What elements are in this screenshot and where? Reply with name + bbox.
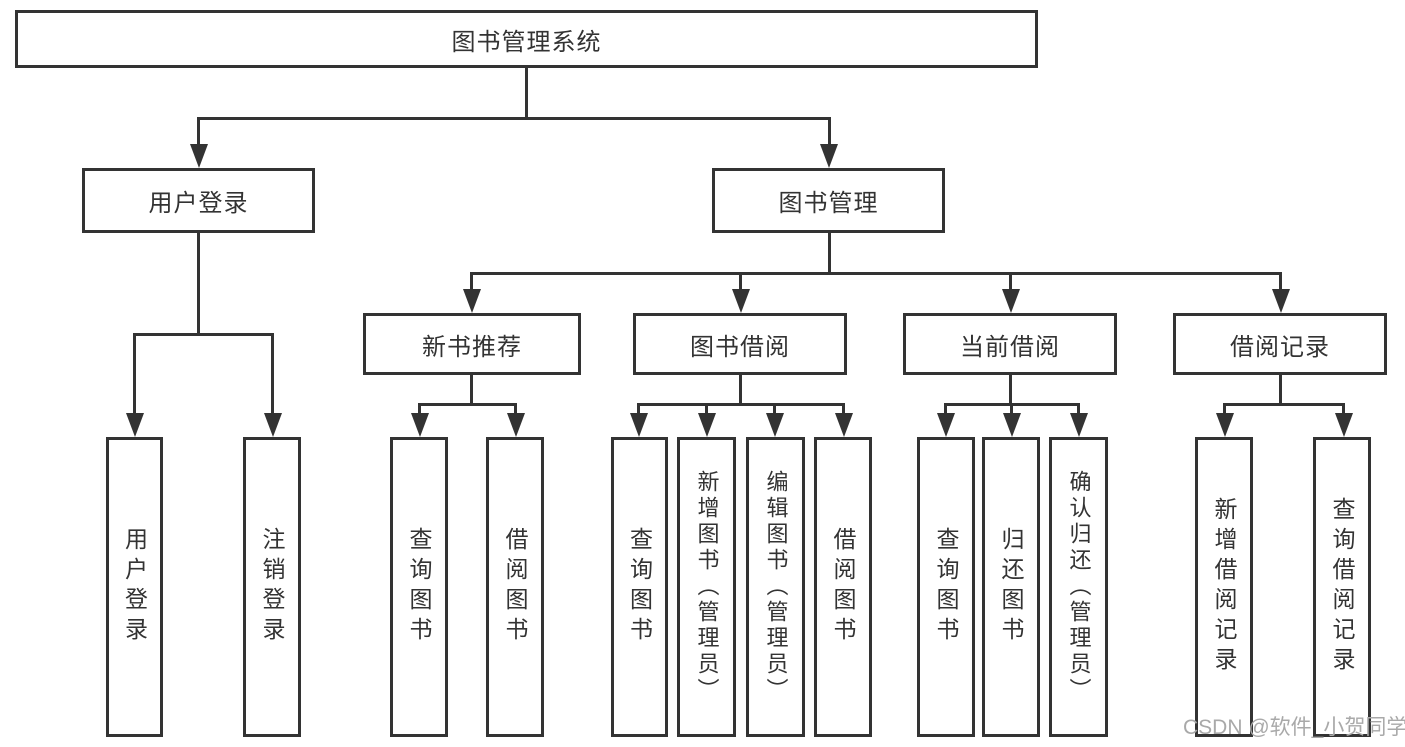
node-book-management: 图书管理 — [712, 168, 945, 233]
arrowhead-record-query — [1335, 413, 1353, 437]
connector-drop-record-add — [1223, 403, 1226, 417]
node-rec-query-book: 查询图书 — [390, 437, 448, 737]
connector-book-borrow-crossbar — [637, 403, 845, 406]
node-user-login: 用户登录 — [82, 168, 315, 233]
connector-drop-current-borrow — [1009, 272, 1012, 292]
connector-drop-current-query — [944, 403, 947, 417]
connector-drop-user-login — [197, 117, 200, 147]
node-logout-label: 注销登录 — [259, 527, 285, 647]
csdn-watermark: CSDN @软件_小贺同学 — [1183, 716, 1405, 739]
arrowhead-rec-borrow — [507, 413, 525, 437]
arrowhead-logout-leaf — [264, 413, 282, 437]
connector-drop-rec-query — [418, 403, 421, 417]
connector-drop-book-management — [828, 117, 831, 147]
arrowhead-login-leaf — [126, 413, 144, 437]
node-current-borrow-label: 当前借阅 — [960, 333, 1060, 361]
connector-drop-logout-leaf — [271, 333, 274, 417]
node-book-borrow-label: 图书借阅 — [690, 333, 790, 361]
node-borrow-query-book-label: 查询图书 — [626, 527, 653, 647]
node-borrow-query-book: 查询图书 — [611, 437, 668, 737]
connector-drop-record-query — [1342, 403, 1345, 417]
arrowhead-borrow-query — [630, 413, 648, 437]
connector-drop-new-book-recommend — [470, 272, 473, 292]
node-new-book-recommend: 新书推荐 — [363, 313, 581, 375]
node-library-system: 图书管理系统 — [15, 10, 1038, 68]
connector-root-stem — [525, 68, 528, 120]
node-current-confirm-return-label: 确认归还（管理员） — [1066, 470, 1092, 704]
node-borrow-borrow-book-label: 借阅图书 — [830, 527, 856, 647]
node-current-return-book: 归还图书 — [982, 437, 1040, 737]
connector-drop-rec-borrow — [514, 403, 517, 417]
connector-current-borrow-stem — [1009, 375, 1012, 406]
connector-new-book-recommend-stem — [470, 375, 473, 406]
arrowhead-borrow-borrow — [835, 413, 853, 437]
connector-drop-current-return — [1010, 403, 1013, 417]
node-record-add: 新增借阅记录 — [1195, 437, 1253, 737]
node-borrow-record: 借阅记录 — [1173, 313, 1387, 375]
connector-drop-borrow-query — [637, 403, 640, 417]
node-borrow-edit-book-label: 编辑图书（管理员） — [763, 470, 789, 704]
connector-root-crossbar — [197, 117, 831, 120]
connector-user-login-crossbar — [133, 333, 274, 336]
node-record-add-label: 新增借阅记录 — [1211, 497, 1237, 677]
node-record-query: 查询借阅记录 — [1313, 437, 1371, 737]
arrowhead-book-borrow — [732, 289, 750, 313]
arrowhead-new-book-recommend — [463, 289, 481, 313]
node-record-query-label: 查询借阅记录 — [1329, 497, 1355, 677]
node-borrow-record-label: 借阅记录 — [1230, 333, 1330, 361]
arrowhead-current-return — [1003, 413, 1021, 437]
node-user-login-leaf-label: 用户登录 — [121, 527, 148, 647]
arrowhead-user-login — [190, 144, 208, 168]
connector-drop-borrow-borrow — [842, 403, 845, 417]
node-book-borrow: 图书借阅 — [633, 313, 847, 375]
arrowhead-borrow-add — [698, 413, 716, 437]
connector-drop-book-borrow — [739, 272, 742, 292]
node-user-login-leaf: 用户登录 — [106, 437, 163, 737]
arrowhead-current-query — [937, 413, 955, 437]
connector-drop-login-leaf — [133, 333, 136, 417]
arrowhead-rec-query — [411, 413, 429, 437]
connector-book-management-stem — [828, 233, 831, 275]
connector-drop-borrow-edit — [773, 403, 776, 417]
arrowhead-current-confirm — [1070, 413, 1088, 437]
node-current-return-book-label: 归还图书 — [998, 527, 1024, 647]
connector-drop-borrow-add — [705, 403, 708, 417]
node-borrow-add-book-label: 新增图书（管理员） — [694, 470, 720, 704]
node-rec-borrow-book: 借阅图书 — [486, 437, 544, 737]
node-rec-query-book-label: 查询图书 — [406, 527, 432, 647]
connector-user-login-stem — [197, 233, 200, 336]
arrowhead-record-add — [1216, 413, 1234, 437]
node-borrow-borrow-book: 借阅图书 — [814, 437, 872, 737]
node-borrow-edit-book: 编辑图书（管理员） — [746, 437, 805, 737]
arrowhead-borrow-record — [1272, 289, 1290, 313]
node-user-login-label: 用户登录 — [148, 190, 249, 217]
node-book-management-label: 图书管理 — [778, 190, 879, 217]
connector-new-book-recommend-crossbar — [418, 403, 517, 406]
connector-drop-current-confirm — [1077, 403, 1080, 417]
connector-borrow-record-crossbar — [1223, 403, 1345, 406]
node-current-confirm-return: 确认归还（管理员） — [1049, 437, 1108, 737]
node-new-book-recommend-label: 新书推荐 — [422, 333, 522, 361]
connector-borrow-record-stem — [1279, 375, 1282, 406]
arrowhead-book-management — [820, 144, 838, 168]
node-borrow-add-book: 新增图书（管理员） — [677, 437, 736, 737]
connector-book-management-crossbar — [470, 272, 1282, 275]
node-logout: 注销登录 — [243, 437, 301, 737]
arrowhead-borrow-edit — [766, 413, 784, 437]
connector-book-borrow-stem — [739, 375, 742, 406]
node-current-borrow: 当前借阅 — [903, 313, 1117, 375]
node-library-system-label: 图书管理系统 — [451, 28, 602, 56]
connector-drop-borrow-record — [1279, 272, 1282, 292]
node-rec-borrow-book-label: 借阅图书 — [502, 527, 528, 647]
node-current-query-book-label: 查询图书 — [933, 527, 959, 647]
node-current-query-book: 查询图书 — [917, 437, 975, 737]
arrowhead-current-borrow — [1002, 289, 1020, 313]
